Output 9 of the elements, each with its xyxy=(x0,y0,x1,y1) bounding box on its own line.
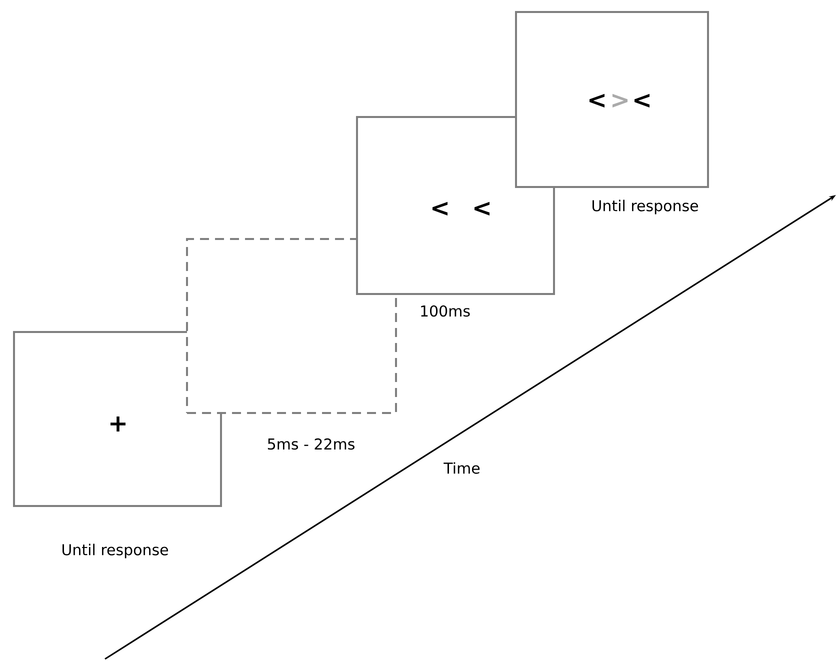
duration-label: Until response xyxy=(62,544,168,558)
screen-box: < < xyxy=(356,116,555,295)
duration-label: 100ms xyxy=(421,305,470,317)
duration-label: 5ms - 22ms xyxy=(268,438,354,450)
blank-screen-box xyxy=(186,238,397,414)
duration-label: Until response xyxy=(592,200,698,214)
screen-box: < > < xyxy=(515,11,709,188)
axis-label: Time xyxy=(444,462,480,474)
screen-box: + xyxy=(13,331,222,507)
